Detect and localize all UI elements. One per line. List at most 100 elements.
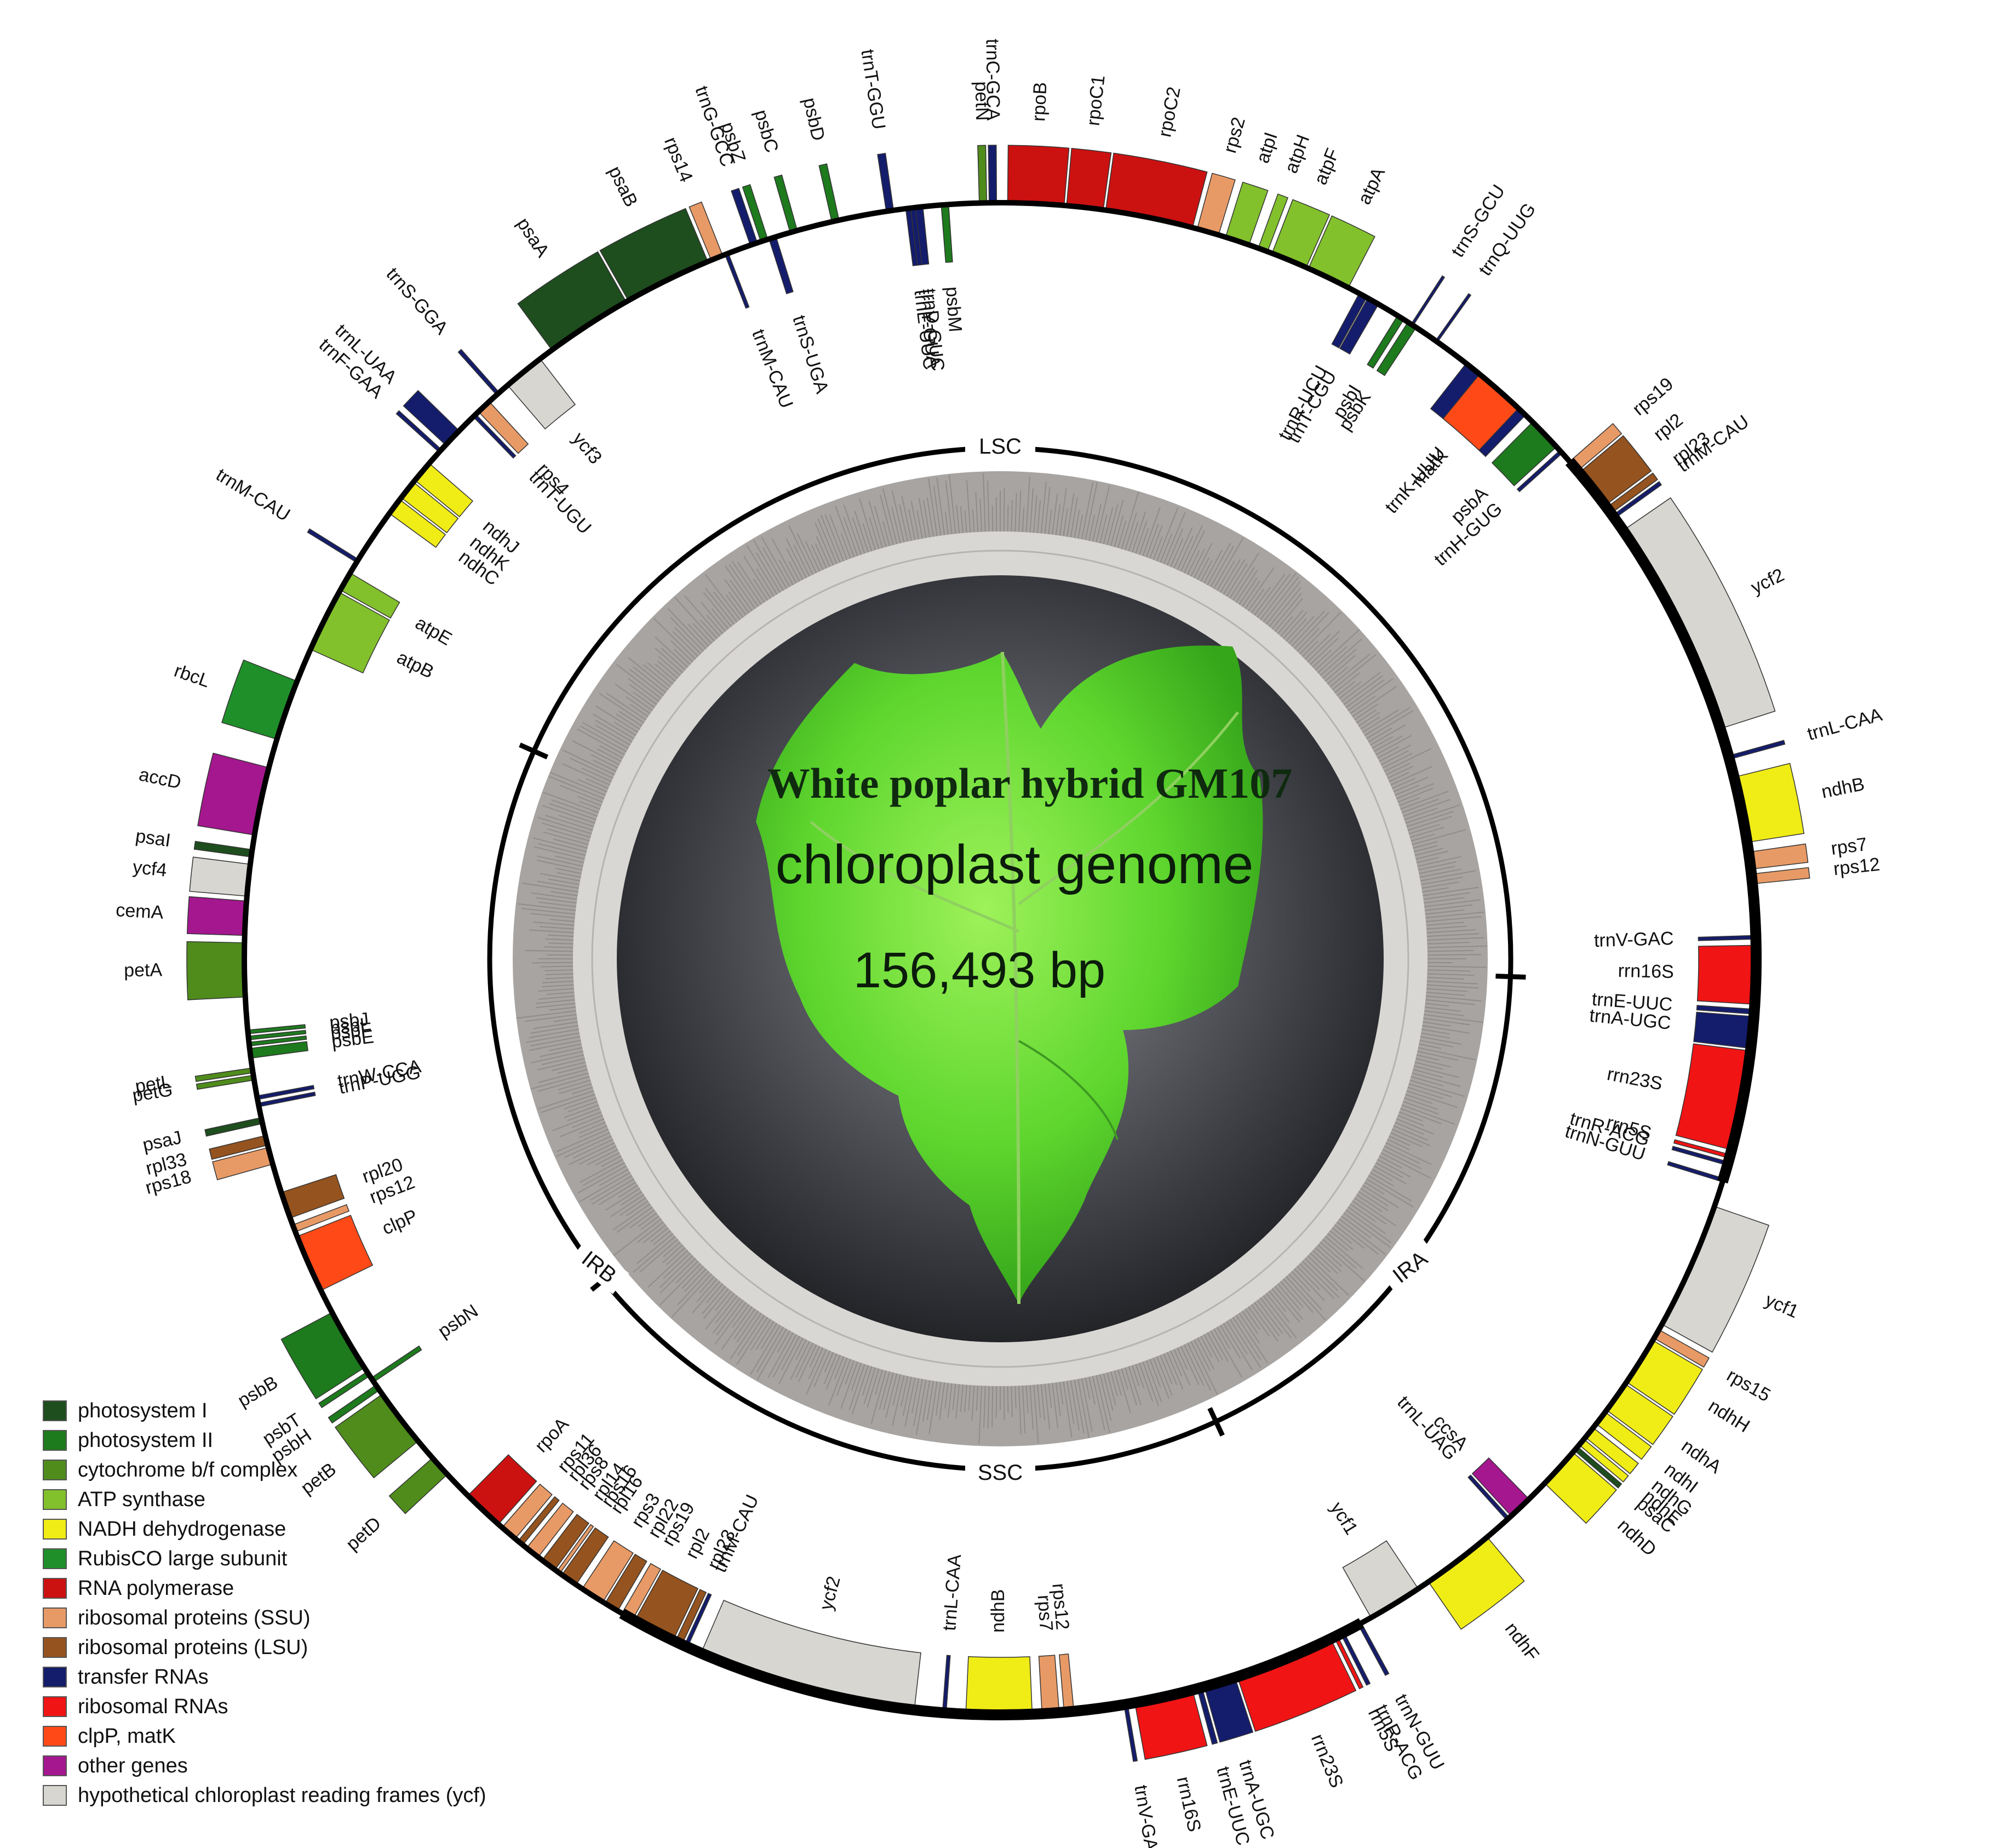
gc-spike <box>947 1383 953 1418</box>
gc-spike <box>1427 973 1475 976</box>
gc-spike <box>730 1313 762 1359</box>
gc-spike <box>1384 1146 1420 1164</box>
gc-spike <box>555 867 582 874</box>
gc-spike <box>1025 477 1030 533</box>
gc-spike <box>1426 925 1467 930</box>
gc-spike <box>1427 969 1471 972</box>
gc-spike <box>564 1135 612 1158</box>
gene-label: rps15 <box>1723 1365 1774 1406</box>
gc-spike <box>559 785 603 803</box>
gene-label: rpoC2 <box>1154 85 1185 139</box>
gene-label: psbJ <box>329 1009 370 1033</box>
gc-spike <box>843 505 862 555</box>
gene-label: atpF <box>1310 145 1344 187</box>
legend-label: ribosomal proteins (SSU) <box>78 1606 311 1629</box>
gc-spike <box>1156 1356 1173 1396</box>
gc-spike <box>1003 1386 1005 1421</box>
gc-spike <box>1405 804 1460 824</box>
gene-label: psbL <box>329 1014 371 1039</box>
gc-spike <box>1369 1172 1394 1187</box>
genome-title: White poplar hybrid GM107 <box>767 759 1293 807</box>
gc-spike <box>1187 1342 1212 1391</box>
gc-spike <box>1110 500 1124 546</box>
gc-spike <box>926 1381 934 1420</box>
gc-spike <box>1401 1104 1455 1125</box>
gc-spike <box>983 1386 986 1428</box>
gc-spike <box>1419 1043 1442 1049</box>
gc-spike <box>537 1076 590 1092</box>
gc-spike <box>1427 937 1484 941</box>
gene-label: atpH <box>1281 132 1314 176</box>
gc-spike <box>531 1072 589 1090</box>
gc-spike <box>659 1263 702 1306</box>
gc-spike <box>703 592 732 627</box>
gc-spike <box>674 597 715 642</box>
gc-spike <box>1426 980 1478 985</box>
gc-spike <box>677 1271 709 1306</box>
gc-spike <box>555 1132 610 1158</box>
gc-spike <box>1067 1381 1075 1424</box>
gene-label: ycf4 <box>132 857 168 881</box>
gc-spike <box>756 1328 787 1381</box>
gene-rps12 <box>1058 1654 1075 1713</box>
gc-spike <box>1153 536 1163 560</box>
gc-spike <box>736 1317 769 1365</box>
gene-ycf1 <box>1342 1540 1419 1618</box>
gc-spike <box>540 873 581 882</box>
gc-spike <box>1173 1349 1191 1386</box>
gc-spike <box>1415 1058 1452 1068</box>
gc-spike <box>626 1200 649 1217</box>
gene-psbn <box>370 1345 422 1383</box>
gc-spike <box>1040 1384 1046 1421</box>
gc-spike <box>1387 765 1414 779</box>
gene-label: ndhB <box>988 1589 1008 1633</box>
gc-spike <box>843 517 858 557</box>
gc-spike <box>1426 929 1476 934</box>
gc-spike <box>1423 1021 1450 1027</box>
gc-spike <box>1425 916 1482 923</box>
gc-spike <box>1033 1384 1039 1443</box>
gc-spike <box>579 1172 631 1203</box>
gc-spike <box>535 1003 576 1009</box>
gc-spike <box>661 648 686 671</box>
gene-trnm-cau <box>724 253 750 309</box>
gc-spike <box>1166 1352 1184 1390</box>
gc-spike <box>572 740 620 765</box>
gc-spike <box>922 1380 931 1422</box>
gc-spike <box>731 560 762 605</box>
gc-spike <box>1373 1165 1407 1185</box>
gc-spike <box>1411 833 1435 842</box>
gene-trnv-gac <box>1123 1703 1138 1762</box>
gc-spike <box>952 1383 956 1410</box>
gene-label: psaB <box>604 163 641 210</box>
gc-spike <box>552 1111 602 1131</box>
gc-spike <box>1081 482 1093 540</box>
gene-label: ycf1 <box>1326 1498 1362 1538</box>
gc-spike <box>1135 520 1148 554</box>
gc-spike <box>633 666 667 694</box>
gc-spike <box>1421 1028 1450 1035</box>
gc-spike <box>1183 530 1205 574</box>
gc-spike <box>808 1347 824 1379</box>
gc-spike <box>715 1295 738 1324</box>
gene-label: rpoB <box>1028 82 1051 122</box>
gene-trna-ugc <box>1693 1011 1755 1049</box>
gc-spike <box>529 1028 579 1038</box>
gc-spike <box>1409 827 1444 838</box>
gc-spike <box>1294 1268 1326 1302</box>
gc-spike <box>1138 528 1149 555</box>
gc-spike <box>836 1359 851 1397</box>
gc-spike <box>1317 646 1348 673</box>
gc-spike <box>1422 887 1449 892</box>
gc-spike <box>805 541 821 572</box>
gc-spike <box>1389 1135 1411 1146</box>
gc-spike <box>522 882 578 892</box>
gc-spike <box>658 656 681 676</box>
gc-spike <box>531 892 577 900</box>
gc-spike <box>595 724 631 746</box>
gc-spike <box>964 510 967 533</box>
gc-spike <box>1291 610 1325 647</box>
gc-spike <box>1312 649 1332 668</box>
gc-spike <box>1425 995 1482 1002</box>
